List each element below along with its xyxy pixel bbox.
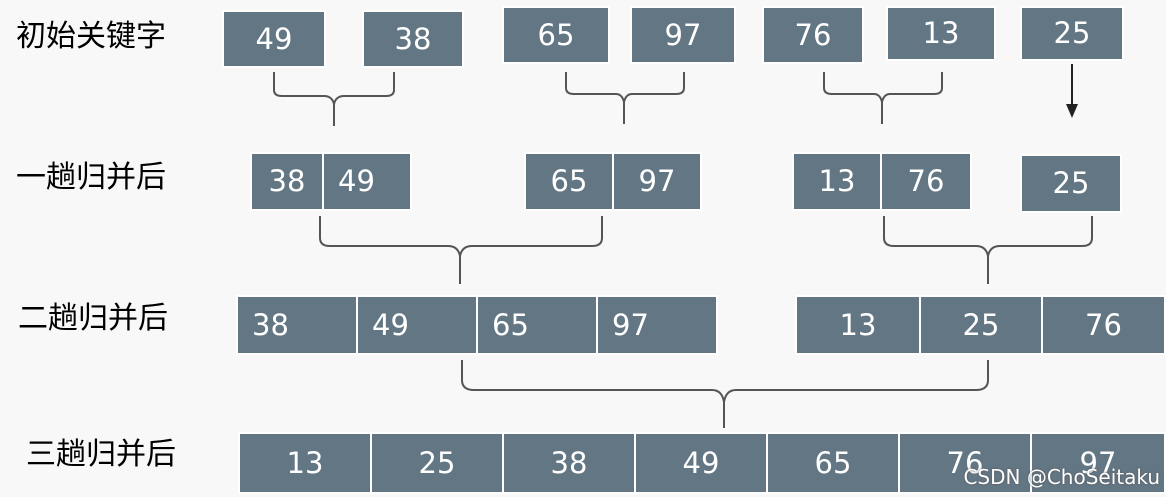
merge-bracket bbox=[883, 216, 1093, 257]
key-cell: 49 bbox=[356, 295, 478, 355]
key-cell: 25 bbox=[370, 432, 504, 494]
key-cell: 38 bbox=[502, 432, 636, 494]
key-cell: 49 bbox=[634, 432, 768, 494]
key-cell: 76 bbox=[898, 432, 1032, 494]
merge-bracket bbox=[273, 72, 395, 105]
row-label-pass-1: 一趟归并后 bbox=[16, 160, 166, 195]
key-cell: 38 bbox=[236, 295, 358, 355]
key-cell: 38 bbox=[250, 152, 324, 211]
key-cell: 13 bbox=[886, 6, 996, 61]
merge-bracket bbox=[461, 360, 989, 403]
merge-bracket bbox=[823, 72, 943, 103]
key-cell: 76 bbox=[1041, 295, 1166, 355]
watermark: CSDN @ChoSeitaku bbox=[963, 465, 1160, 489]
key-cell: 25 bbox=[1020, 154, 1122, 213]
key-cell: 97 bbox=[630, 6, 736, 64]
key-cell: 76 bbox=[880, 152, 972, 211]
arrow-down-icon bbox=[1066, 104, 1078, 118]
key-cell: 65 bbox=[524, 152, 614, 211]
key-cell: 65 bbox=[476, 295, 598, 355]
key-cell: 38 bbox=[362, 10, 464, 68]
key-cell: 76 bbox=[762, 6, 864, 64]
row-label-pass-2: 二趟归并后 bbox=[18, 301, 168, 336]
key-cell: 25 bbox=[919, 295, 1043, 355]
row-label-pass-3: 三趟归并后 bbox=[26, 437, 176, 472]
key-cell: 97 bbox=[612, 152, 702, 211]
row-label-initial: 初始关键字 bbox=[16, 19, 166, 54]
merge-bracket bbox=[319, 216, 603, 257]
key-cell: 49 bbox=[222, 10, 326, 68]
key-cell: 65 bbox=[502, 6, 610, 64]
key-cell: 25 bbox=[1020, 6, 1124, 61]
key-cell: 13 bbox=[238, 432, 372, 494]
key-cell: 49 bbox=[322, 152, 412, 211]
key-cell: 97 bbox=[596, 295, 718, 355]
key-cell: 13 bbox=[795, 295, 921, 355]
merge-bracket bbox=[565, 72, 685, 103]
key-cell: 65 bbox=[766, 432, 900, 494]
key-cell: 97 bbox=[1030, 432, 1166, 494]
